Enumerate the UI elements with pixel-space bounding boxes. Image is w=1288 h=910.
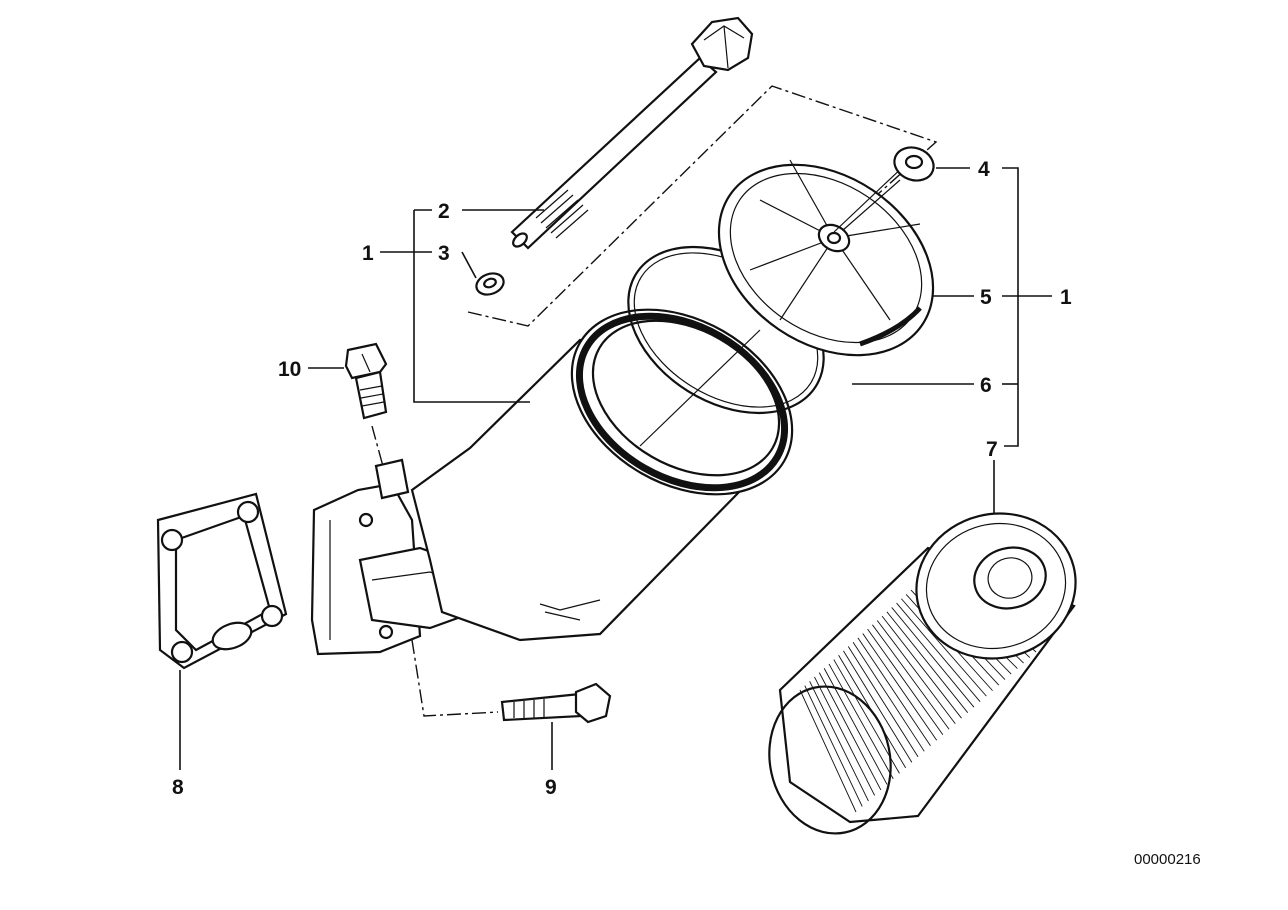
callout-10: 10	[278, 358, 301, 381]
pleat-line	[809, 681, 869, 802]
callout-1-left: 1	[362, 242, 374, 265]
small-washer-part	[475, 272, 505, 296]
pleat-line	[847, 646, 919, 758]
pleat-line	[901, 598, 987, 697]
callout-6: 6	[980, 374, 992, 397]
pleat-line	[881, 615, 962, 719]
callout-5: 5	[980, 286, 992, 309]
callout-3: 3	[438, 242, 450, 265]
filter-housing	[310, 308, 794, 656]
pleat-line	[886, 611, 969, 713]
callout-8: 8	[172, 776, 184, 799]
pleat-line	[872, 624, 950, 730]
pleat-line	[891, 607, 975, 708]
diagram-reference-number: 00000216	[1134, 851, 1201, 868]
pleat-line	[852, 641, 925, 752]
pleat-line	[828, 663, 894, 780]
pleat-line	[857, 637, 931, 747]
pleat-line	[804, 685, 863, 807]
gasket-part	[156, 492, 288, 670]
filter-cover-part	[717, 159, 935, 357]
pleat-line	[876, 620, 956, 724]
pleat-line	[896, 602, 981, 702]
pleat-line	[814, 676, 876, 796]
callout-labels: 1 2 3 4 5 1 6 7 8 9 10 00000216	[172, 158, 1201, 868]
pleat-line	[833, 659, 900, 774]
pleat-line	[843, 650, 913, 763]
callout-7: 7	[986, 438, 998, 461]
long-bolt-part	[510, 16, 754, 250]
pleat-line	[799, 689, 857, 813]
callout-1-right: 1	[1060, 286, 1072, 309]
sensor-plug-part	[344, 342, 388, 420]
alignment-lines	[371, 85, 938, 717]
pleat-line	[818, 672, 882, 791]
leader-lines	[179, 167, 1052, 770]
washer-part	[893, 146, 935, 182]
callout-9: 9	[545, 776, 557, 799]
callout-4: 4	[978, 158, 990, 181]
short-bolt-part	[500, 682, 612, 724]
filter-element-part	[768, 512, 1077, 835]
pleat-line	[867, 628, 944, 736]
pleat-line	[862, 633, 938, 741]
callout-2: 2	[438, 200, 450, 223]
